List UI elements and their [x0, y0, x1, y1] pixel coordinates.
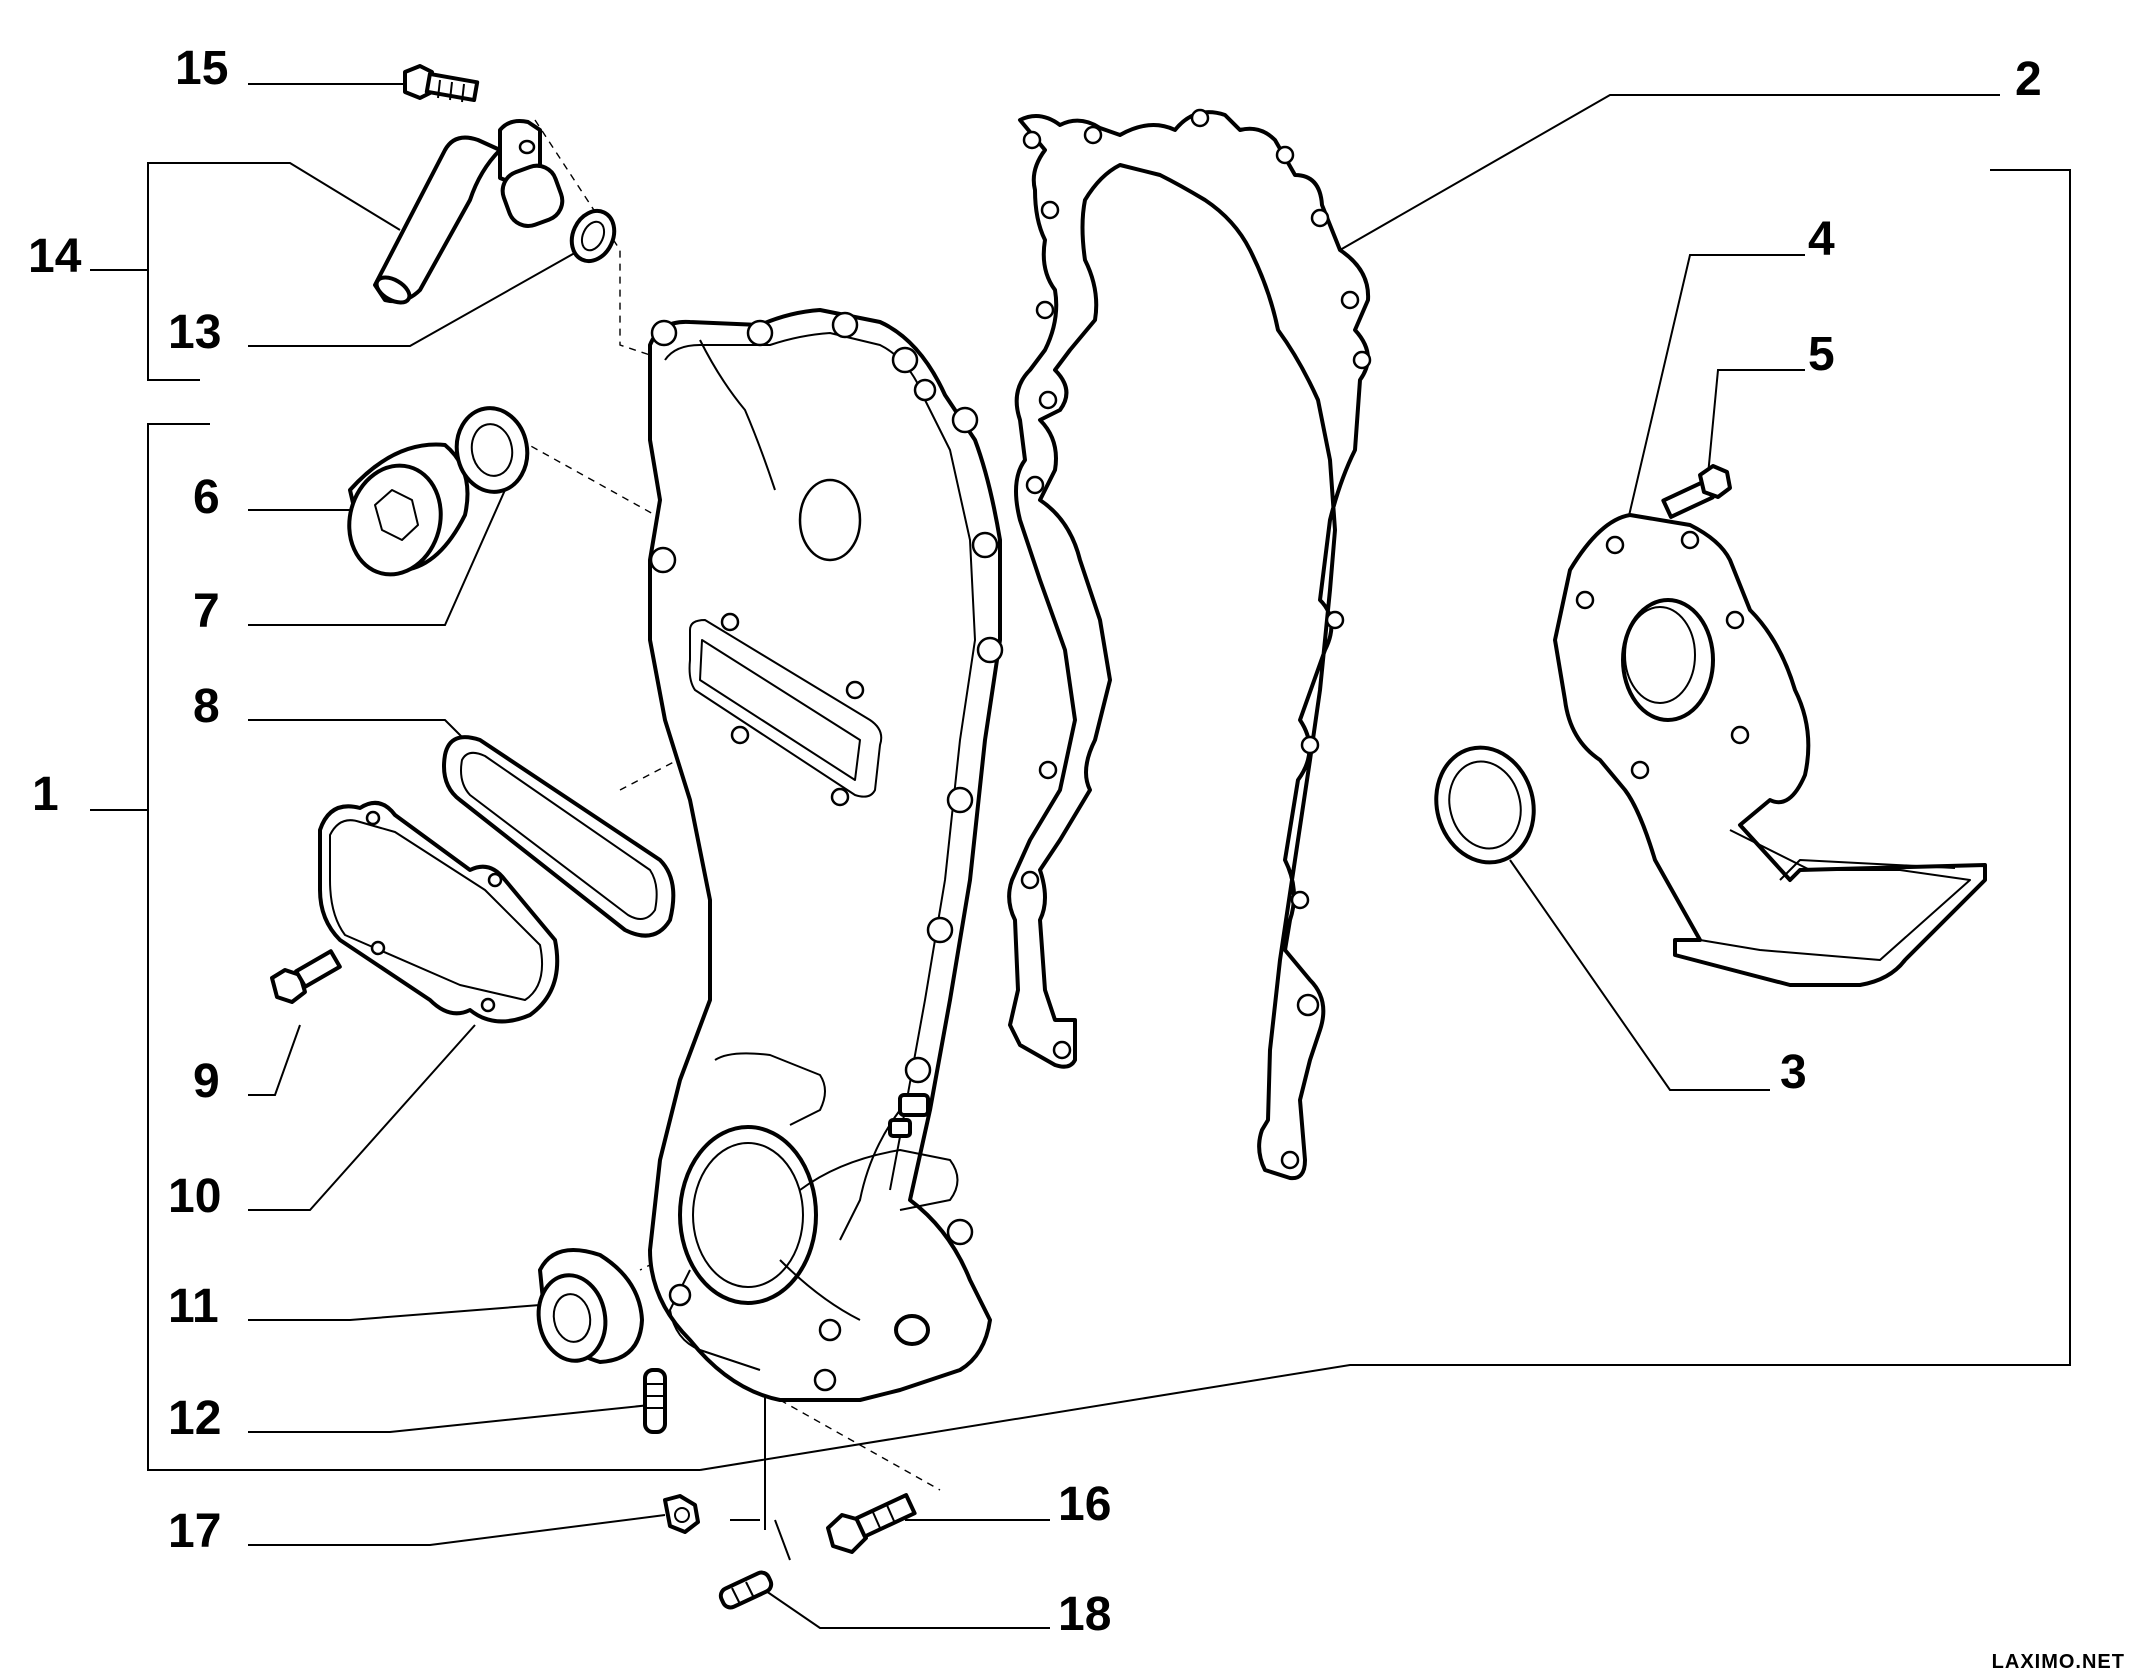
- part-16-bolt: [826, 1493, 917, 1554]
- part-13-washer: [569, 208, 617, 264]
- part-14-pipe: [373, 119, 565, 305]
- leader-lines: [90, 83, 2071, 1629]
- part-2-gasket: [1007, 108, 1372, 1181]
- callout-labels: 1 2 3 4 5 6 7 8 9 10 11 12 13 14 15 16 1…: [28, 42, 2042, 1641]
- part-8-gasket: [442, 735, 676, 938]
- part-12-dowel: [643, 1368, 667, 1434]
- callout-15: 15: [175, 42, 228, 95]
- callout-13: 13: [168, 306, 221, 359]
- part-11-seal: [536, 1248, 644, 1364]
- callout-7: 7: [193, 585, 220, 638]
- part-18-stud: [718, 1570, 774, 1610]
- callout-4: 4: [1808, 213, 1835, 266]
- part-1-timing-cover: [648, 308, 1004, 1402]
- callout-18: 18: [1058, 1588, 1111, 1641]
- part-5-bolt: [1661, 464, 1732, 519]
- watermark: LAXIMO.NET: [1992, 1651, 2125, 1673]
- part-10-cover-plate: [318, 800, 560, 1024]
- callout-2: 2: [2015, 53, 2042, 106]
- callout-6: 6: [193, 471, 220, 524]
- callout-1: 1: [32, 768, 59, 821]
- callout-12: 12: [168, 1392, 221, 1445]
- callout-14: 14: [28, 230, 82, 283]
- callout-5: 5: [1808, 328, 1835, 381]
- part-7-washer: [454, 406, 530, 494]
- callout-9: 9: [193, 1055, 220, 1108]
- part-17-nut: [663, 1494, 700, 1534]
- part-15-bolt: [403, 64, 480, 103]
- callout-16: 16: [1058, 1478, 1111, 1531]
- callout-10: 10: [168, 1170, 221, 1223]
- part-9-bolt: [270, 949, 342, 1004]
- callout-17: 17: [168, 1505, 221, 1558]
- callout-11: 11: [168, 1280, 219, 1333]
- part-3-seal-ring: [1434, 745, 1536, 865]
- part-4-housing: [1553, 513, 1987, 987]
- part-6-plug: [347, 442, 470, 577]
- callout-3: 3: [1780, 1046, 1807, 1099]
- callout-8: 8: [193, 680, 220, 733]
